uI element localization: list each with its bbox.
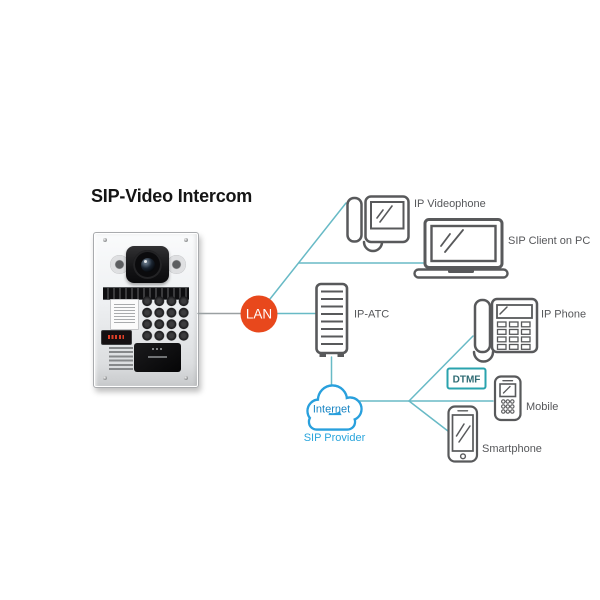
intercom-led-ring [167, 255, 186, 274]
intercom-card-reader [134, 343, 181, 372]
connector-junction-smartphone [408, 400, 452, 434]
mobile-label: Mobile [526, 401, 558, 413]
intercom-label-sticker [110, 299, 139, 330]
mobile-icon [493, 375, 522, 422]
ip-phone-label: IP Phone [541, 309, 586, 321]
intercom-led-display [101, 330, 132, 345]
intercom-screw [103, 376, 107, 380]
dtmf-border [446, 367, 487, 390]
intercom-mic-grille [109, 347, 133, 371]
connector-lan-videophone [269, 202, 347, 300]
ip-atc-server-icon [315, 282, 349, 357]
connector-lines [197, 202, 494, 434]
intercom-screw [103, 238, 107, 242]
page-title: SIP-Video Intercom [91, 186, 253, 206]
connector-junction-ipphone [408, 335, 474, 402]
ip-videophone-icon [346, 195, 410, 253]
intercom-device-image [93, 232, 199, 388]
intercom-led-ring [110, 255, 129, 274]
internet-cloud: Internet [306, 384, 363, 431]
smartphone-icon [447, 405, 479, 463]
smartphone-label: Smartphone [482, 443, 542, 455]
intercom-screw [184, 376, 188, 380]
ip-videophone-label: IP Videophone [414, 198, 486, 210]
lan-node: LAN [240, 295, 278, 333]
cloud-fill [308, 386, 361, 429]
intercom-camera-lens-glass [140, 257, 155, 272]
dtmf-box: DTMF [446, 367, 487, 390]
intercom-screw [184, 238, 188, 242]
dtmf-label: DTMF [453, 375, 481, 386]
sip-client-pc-icon [413, 218, 509, 279]
internet-label: Internet [313, 404, 350, 416]
intercom-keypad [141, 296, 190, 342]
lan-label: LAN [246, 307, 272, 322]
ip-atc-label: IP-ATC [354, 309, 389, 321]
ip-phone-icon [472, 297, 539, 363]
sip-provider-label: SIP Provider [304, 432, 366, 444]
lan-circle [240, 295, 278, 333]
sip-client-pc-label: SIP Client on PC [508, 235, 590, 247]
